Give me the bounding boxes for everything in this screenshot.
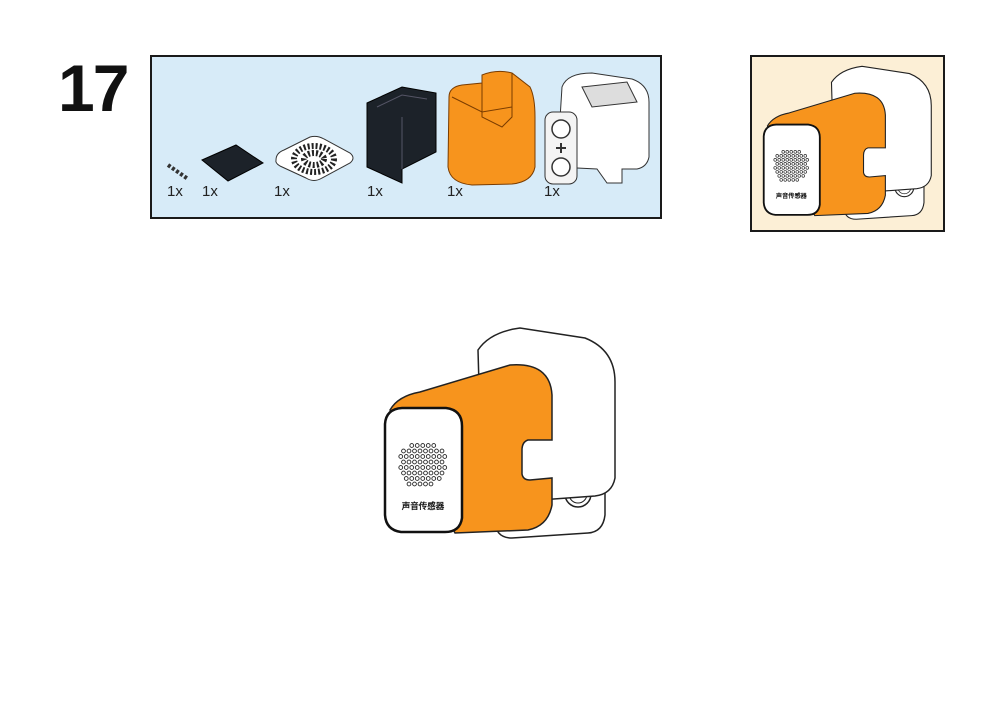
white-housing-part bbox=[544, 72, 650, 185]
quantity-label: 1x bbox=[544, 183, 560, 200]
quantity-label: 1x bbox=[202, 183, 218, 200]
quantity-label: 1x bbox=[167, 183, 183, 200]
black-plate-part bbox=[201, 144, 264, 182]
quantity-label: 1x bbox=[274, 183, 290, 200]
quantity-label: 1x bbox=[367, 183, 383, 200]
sensor-label: 声音传感器 bbox=[775, 192, 808, 200]
step-number: 17 bbox=[58, 51, 129, 125]
orange-cover-part bbox=[447, 70, 536, 186]
sensor-label: 声音传感器 bbox=[401, 501, 445, 512]
quantity-label: 1x bbox=[447, 183, 463, 200]
assembled-preview-box: 声音传感器 bbox=[750, 55, 945, 232]
parts-list-panel: 1x 1x 1x 1x 1x 1x bbox=[150, 55, 662, 219]
main-assembly-illustration: 声音传感器 bbox=[370, 320, 630, 555]
screw-part bbox=[166, 163, 190, 181]
parts-illustrations bbox=[166, 70, 650, 186]
assembled-sound-sensor: 声音传感器 bbox=[383, 326, 617, 540]
speaker-grille-part bbox=[275, 135, 354, 181]
black-bracket-part bbox=[366, 86, 437, 184]
preview-model: 声音传感器 bbox=[762, 64, 933, 221]
